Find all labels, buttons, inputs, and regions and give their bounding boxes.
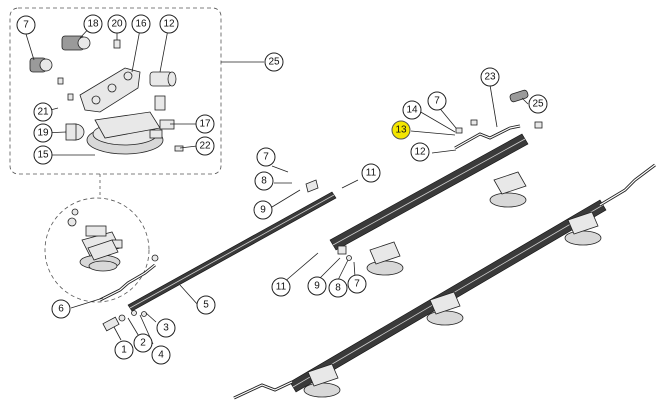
callout-7-top: 7 — [427, 91, 447, 111]
callout-7-box: 7 — [16, 15, 36, 35]
svg-text:16: 16 — [135, 19, 147, 30]
callout-21: 21 — [33, 102, 53, 122]
callout-12-bar: 12 — [410, 142, 430, 162]
detail-circle — [44, 197, 150, 303]
svg-text:1: 1 — [121, 345, 127, 356]
svg-text:4: 4 — [158, 350, 164, 361]
svg-text:14: 14 — [406, 105, 418, 116]
svg-text:17: 17 — [199, 119, 211, 130]
svg-text:25: 25 — [532, 99, 544, 110]
callout-11-bottom: 11 — [271, 277, 291, 297]
svg-text:20: 20 — [111, 19, 123, 30]
svg-text:11: 11 — [276, 282, 287, 293]
svg-text:9: 9 — [314, 281, 320, 292]
callout-8-left: 8 — [254, 171, 274, 191]
callout-6: 6 — [51, 299, 71, 319]
svg-text:22: 22 — [199, 141, 211, 152]
callout-2: 2 — [133, 333, 153, 353]
callout-4: 4 — [151, 345, 171, 365]
callout-1: 1 — [114, 340, 134, 360]
callout-3: 3 — [156, 318, 176, 338]
pump-left — [87, 239, 159, 272]
end-fittings-left — [102, 310, 147, 332]
callout-15: 15 — [33, 145, 53, 165]
svg-text:8: 8 — [335, 283, 341, 294]
callout-9-right: 9 — [307, 276, 327, 296]
callout-16: 16 — [131, 14, 151, 34]
svg-text:11: 11 — [366, 168, 377, 179]
bar-upper-right — [322, 172, 634, 356]
svg-text:9: 9 — [260, 205, 266, 216]
callout-25-bar: 25 — [528, 94, 548, 114]
callout-11-top: 11 — [361, 163, 381, 183]
bar-middle — [329, 89, 543, 276]
svg-text:2: 2 — [140, 338, 146, 349]
bar-5 — [127, 179, 337, 312]
svg-text:18: 18 — [87, 19, 99, 30]
svg-text:23: 23 — [484, 72, 496, 83]
svg-text:3: 3 — [163, 323, 169, 334]
callout-13-highlighted: 13 — [391, 120, 411, 140]
svg-text:6: 6 — [58, 304, 64, 315]
svg-text:7: 7 — [434, 96, 440, 107]
svg-text:15: 15 — [37, 150, 49, 161]
callout-8-right: 8 — [328, 278, 348, 298]
callout-9-left: 9 — [253, 200, 273, 220]
svg-text:7: 7 — [354, 279, 360, 290]
pump-assembly-exploded — [29, 35, 184, 155]
svg-text:12: 12 — [414, 147, 426, 158]
svg-text:13: 13 — [395, 125, 407, 136]
detail-box — [9, 7, 222, 175]
callout-label: 7 — [23, 20, 29, 31]
callout-12-box: 12 — [159, 14, 179, 34]
svg-text:25: 25 — [268, 57, 280, 68]
svg-text:21: 21 — [37, 107, 49, 118]
callout-18: 18 — [83, 14, 103, 34]
bar-long — [233, 163, 656, 400]
callout-5: 5 — [196, 295, 216, 315]
callout-22: 22 — [195, 136, 215, 156]
callout-19: 19 — [33, 123, 53, 143]
svg-text:7: 7 — [263, 152, 269, 163]
callout-25-box: 25 — [264, 52, 284, 72]
svg-text:8: 8 — [261, 176, 267, 187]
callout-17: 17 — [195, 114, 215, 134]
callout-23: 23 — [480, 67, 500, 87]
callout-7-left: 7 — [256, 147, 276, 167]
svg-text:12: 12 — [163, 19, 175, 30]
callout-7-right: 7 — [347, 274, 367, 294]
callout-20: 20 — [107, 14, 127, 34]
svg-text:5: 5 — [203, 300, 209, 311]
svg-text:19: 19 — [37, 128, 49, 139]
callout-14: 14 — [402, 100, 422, 120]
